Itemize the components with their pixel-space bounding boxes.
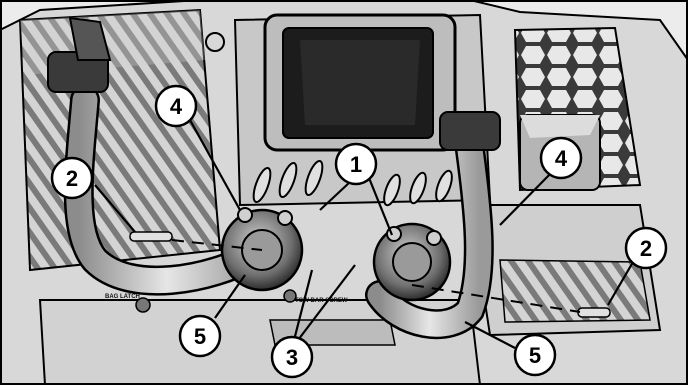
callout-4-right-label: 4 (555, 146, 568, 171)
callout-1: 1 (336, 144, 376, 184)
callout-4-right: 4 (541, 138, 581, 178)
bag-latch-label: BAG LATCH (105, 294, 140, 300)
callout-2-right-label: 2 (640, 236, 652, 261)
right-pin (578, 308, 610, 317)
callout-4-left: 4 (156, 86, 196, 126)
callout-5-right-label: 5 (529, 343, 541, 368)
callout-2-right: 2 (626, 228, 666, 268)
callout-3-label: 3 (286, 345, 298, 370)
callout-2-left: 2 (52, 158, 92, 198)
callout-3: 3 (272, 337, 312, 377)
left-pin (130, 232, 172, 241)
right-hose-clip (440, 112, 500, 150)
callout-1-label: 1 (350, 152, 362, 177)
right-lower-grille (470, 205, 660, 335)
callout-5-right: 5 (515, 335, 555, 375)
tow-bar-screw-knob (284, 290, 296, 302)
callout-4-left-label: 4 (170, 94, 183, 119)
callout-5-left-label: 5 (194, 324, 206, 349)
left-vent-grille (20, 10, 220, 270)
callout-5-left: 5 (180, 316, 220, 356)
callout-2-left-label: 2 (66, 166, 78, 191)
bag-latch-knob (136, 298, 150, 312)
